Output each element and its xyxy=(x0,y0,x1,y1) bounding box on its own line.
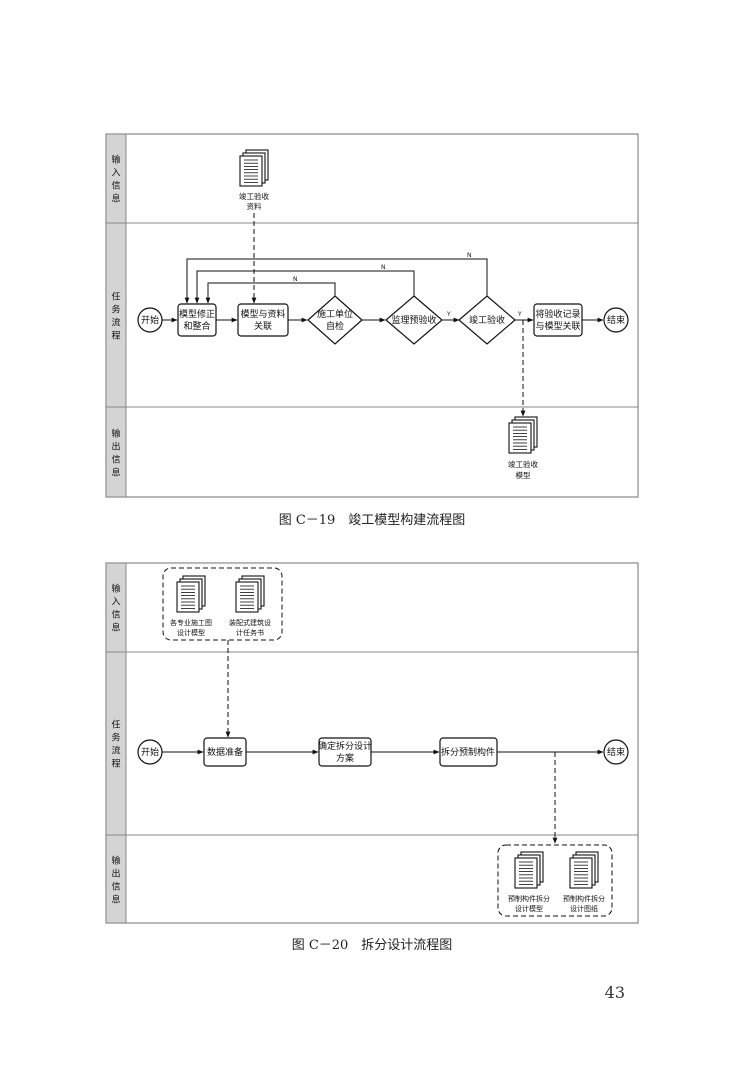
lane-label-char: 输 xyxy=(111,154,120,166)
lane-label-char: 输 xyxy=(111,428,120,440)
input-doc-label: 装配式建筑设 xyxy=(229,618,271,627)
step-label: 关联 xyxy=(254,320,272,332)
input-doc-label: 计任务书 xyxy=(236,628,264,637)
lane-label-char: 程 xyxy=(111,331,120,342)
document-icon xyxy=(239,149,269,187)
input-doc-label: 资料 xyxy=(247,201,262,211)
input-group xyxy=(162,567,283,641)
figure-caption: 图 C－20 拆分设计流程图 xyxy=(292,938,453,953)
input-doc-label: 各专业施工图 xyxy=(170,618,212,627)
output-doc-label: 预制构件拆分 xyxy=(508,894,550,903)
document-icon xyxy=(514,851,544,889)
no-label: N xyxy=(293,276,298,283)
output-doc-label: 设计模型 xyxy=(515,904,543,913)
step-label: 自检 xyxy=(326,320,344,332)
lane-label-char: 务 xyxy=(111,732,120,744)
step-label: 模型与资料 xyxy=(240,308,285,320)
start-label: 开始 xyxy=(141,314,159,326)
step-label: 竣工验收 xyxy=(469,314,505,326)
end-node xyxy=(603,739,629,765)
lane-label-char: 务 xyxy=(111,304,120,316)
lane-label-char: 输 xyxy=(111,583,120,595)
lane-label-char: 息 xyxy=(111,894,120,906)
lane-label-char: 出 xyxy=(111,441,120,453)
step-label: 监理预验收 xyxy=(391,314,436,326)
start-label: 开始 xyxy=(141,746,159,758)
loop-no-pre-acceptance xyxy=(194,270,415,304)
lane-label-char: 出 xyxy=(111,868,120,880)
lane-label-char: 信 xyxy=(111,180,120,192)
output-doc-label: 预制构件拆分 xyxy=(563,894,605,903)
lane-label-char: 流 xyxy=(111,317,120,329)
lane-label-char: 输 xyxy=(111,855,120,867)
decision-self-check xyxy=(307,295,363,345)
step-label: 方案 xyxy=(336,752,354,764)
step-label: 拆分预制构件 xyxy=(441,746,495,758)
end-node xyxy=(603,307,629,333)
lane-label-char: 任 xyxy=(111,719,120,731)
lane-label-char: 流 xyxy=(111,745,120,757)
lane-label-char: 信 xyxy=(111,881,120,893)
step-label: 确定拆分设计 xyxy=(318,740,372,752)
page-number: 43 xyxy=(605,983,625,1002)
lane-label-char: 入 xyxy=(111,168,120,179)
lane-label-char: 任 xyxy=(111,291,120,303)
yes-label: Y xyxy=(517,311,522,318)
step-label: 与模型关联 xyxy=(535,320,580,332)
lane-label-char: 息 xyxy=(111,622,120,634)
decision-pre-acceptance xyxy=(385,295,443,345)
lane-label-char: 信 xyxy=(111,454,120,466)
end-label: 结束 xyxy=(607,314,625,326)
step-label: 施工单位 xyxy=(317,308,353,320)
step-label: 和整合 xyxy=(183,320,210,332)
input-doc-label: 竣工验收 xyxy=(239,191,269,201)
step-label: 将验收记录 xyxy=(535,308,580,320)
document-icon xyxy=(176,575,206,613)
lane-label-char: 信 xyxy=(111,609,120,621)
loop-no-self-check xyxy=(205,282,336,304)
lane-label-char: 息 xyxy=(111,467,120,479)
lane-label-char: 息 xyxy=(111,193,120,205)
yes-label: Y xyxy=(446,311,451,318)
output-doc-label: 竣工验收 xyxy=(508,459,538,469)
figure-caption: 图 C－19 竣工模型构建流程图 xyxy=(279,513,466,528)
document-icon xyxy=(235,575,265,613)
lane-label-char: 入 xyxy=(111,597,120,608)
document-icon xyxy=(508,416,538,454)
output-group xyxy=(497,844,613,917)
step-label: 模型修正 xyxy=(179,308,215,320)
input-doc-label: 设计模型 xyxy=(177,628,205,637)
step-label: 数据准备 xyxy=(207,746,243,758)
document-icon xyxy=(569,851,599,889)
decision-final-acceptance xyxy=(458,295,516,345)
no-label: N xyxy=(467,252,472,259)
no-label: N xyxy=(381,264,386,271)
output-doc-label: 模型 xyxy=(516,470,531,480)
end-label: 结束 xyxy=(607,746,625,758)
lane-label-char: 程 xyxy=(111,759,120,770)
loop-no-final-acceptance xyxy=(184,258,488,304)
output-doc-label: 设计图纸 xyxy=(570,904,598,913)
